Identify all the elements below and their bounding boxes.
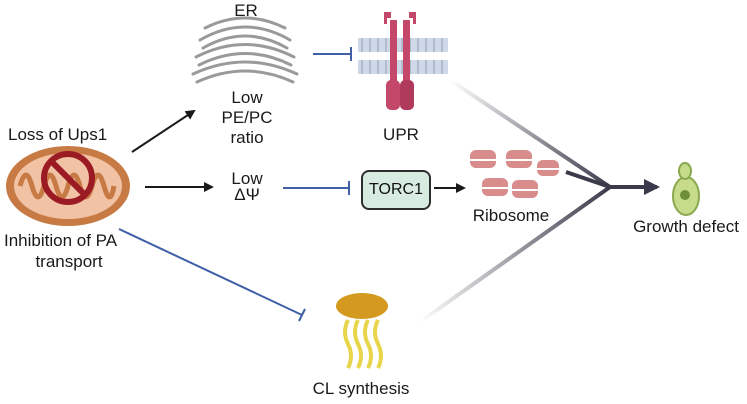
- inhibition-label-line1: Inhibition of PA: [4, 231, 118, 250]
- low-psi-line2: ΔΨ: [234, 185, 260, 204]
- low-pepc-line1: Low: [231, 88, 263, 107]
- torc1-box: TORC1: [361, 170, 431, 210]
- ribosome-label: Ribosome: [472, 206, 550, 225]
- prohibited-icon: [41, 151, 95, 205]
- torc1-label: TORC1: [369, 181, 423, 198]
- arrow-mito-to-er: [131, 109, 196, 153]
- cl-synthesis-label: CL synthesis: [312, 379, 410, 398]
- upr-receptor-icon: [358, 12, 448, 110]
- cardiolipin-icon: [336, 293, 388, 369]
- inhibit-mito-cl: [118, 228, 306, 322]
- inhibition-label-line2: transport: [35, 252, 103, 271]
- loss-of-ups1-label: Loss of Ups1: [8, 125, 108, 144]
- converge-from-ribosome: [565, 170, 611, 189]
- er-label: ER: [234, 1, 258, 20]
- upr-label: UPR: [383, 125, 419, 144]
- low-pepc-line2: PE/PC: [221, 108, 273, 127]
- converge-from-cl: [418, 185, 612, 324]
- yeast-cell-icon: [672, 162, 700, 216]
- inhibit-er-upr: [313, 47, 352, 61]
- low-psi-line1: Low: [231, 169, 263, 188]
- growth-defect-label: Growth defect: [633, 217, 739, 236]
- ribosome-icon: [470, 150, 559, 198]
- converge-from-upr: [448, 78, 612, 189]
- er-icon: [191, 16, 299, 84]
- mitochondrion-icon: [6, 146, 130, 226]
- inhibit-psi-torc1: [283, 181, 350, 195]
- low-pepc-line3: ratio: [230, 128, 264, 147]
